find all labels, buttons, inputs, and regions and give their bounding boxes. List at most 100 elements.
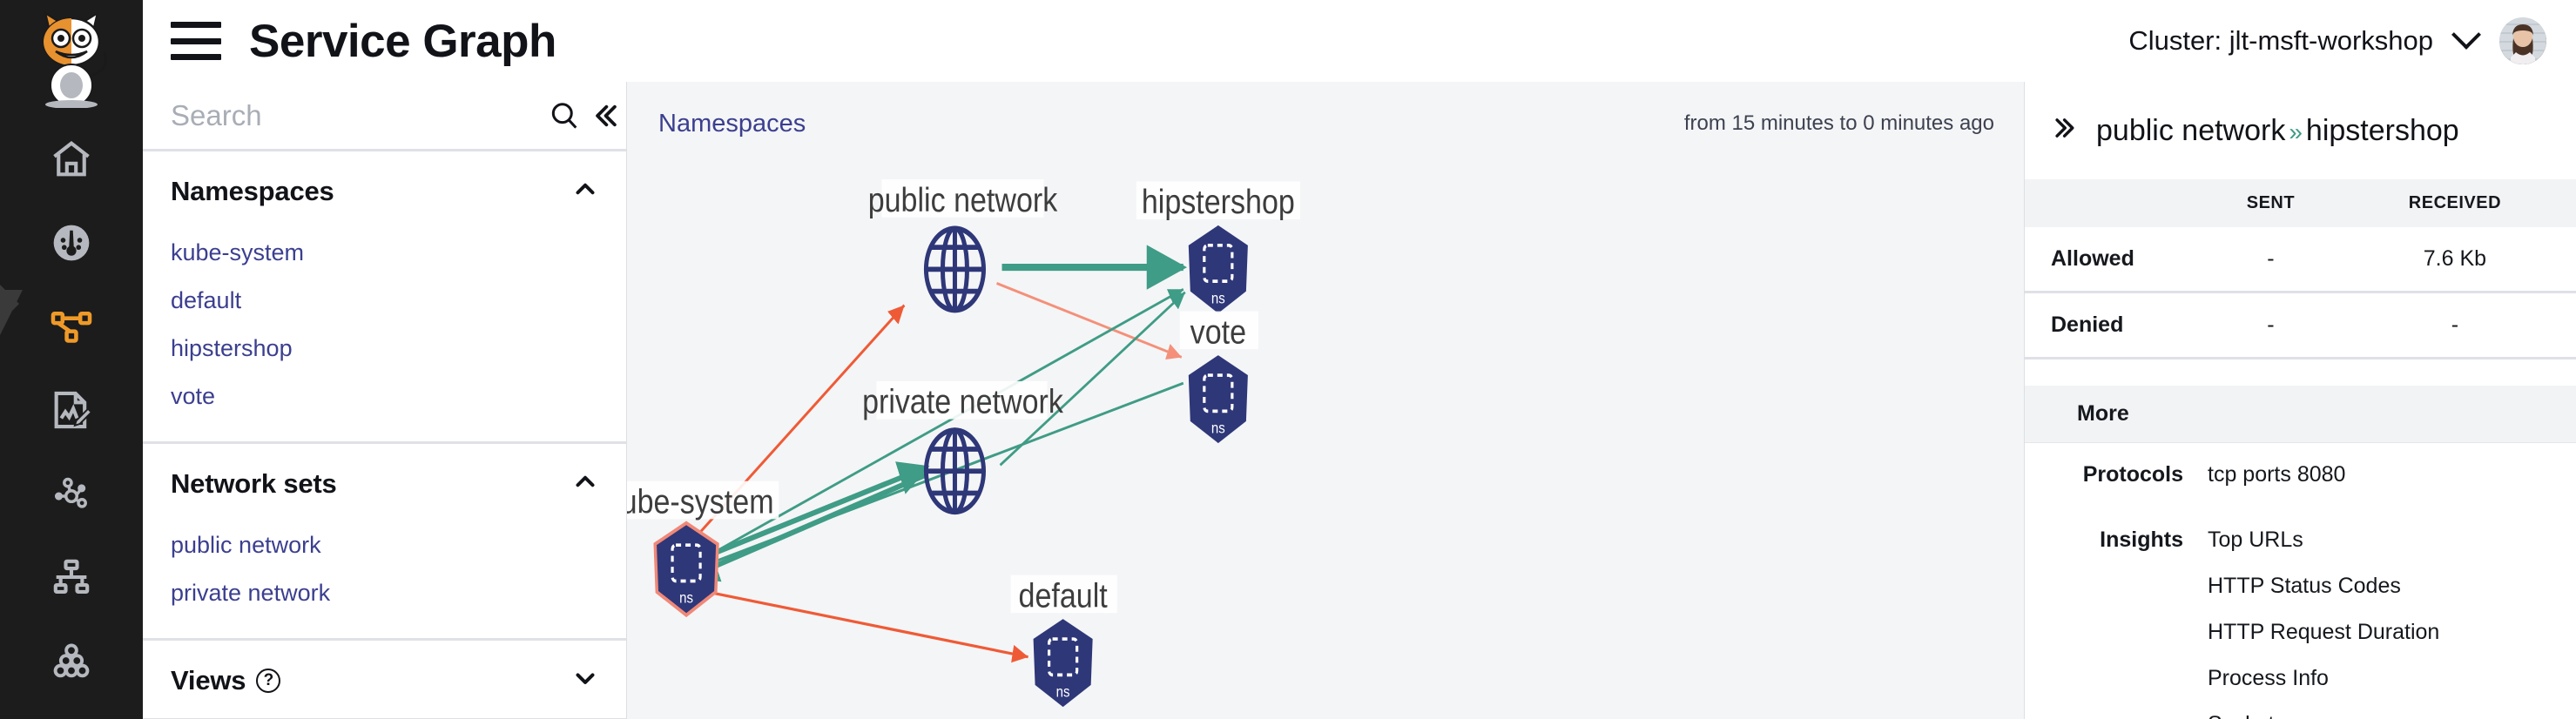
cluster-selector[interactable]: Cluster: jlt-msft-workshop <box>2128 25 2433 56</box>
cell-allowed-received: 7.6 Kb <box>2333 227 2576 293</box>
edge-kube-system-public-network <box>670 304 906 567</box>
sidebar-item-kube-system[interactable]: kube-system <box>171 239 305 265</box>
rail-icon-list <box>0 118 143 702</box>
help-circle-icon[interactable]: ? <box>256 668 281 693</box>
sidebar-item-default[interactable]: default <box>171 287 242 313</box>
graph-node-badge-kube-system: ns <box>679 590 693 607</box>
graph-node-hipstershop[interactable]: ns hipstershop <box>1136 181 1300 315</box>
sidebar-section-views: Views ? <box>143 641 626 719</box>
field-protocols-values: tcp ports 8080 <box>2208 462 2345 508</box>
graph-node-label-hipstershop: hipstershop <box>1142 183 1295 221</box>
table-row: Allowed - 7.6 Kb <box>2025 227 2576 293</box>
sidebar-item-home[interactable] <box>0 118 143 201</box>
sidebar-section-namespaces-title: Namespaces <box>171 175 334 206</box>
graph-node-public-network[interactable]: public network <box>868 179 1058 310</box>
edge-kube-system-hipstershop <box>684 287 1184 571</box>
detail-panel: public network » hipstershop SENT RECEIV… <box>2025 82 2576 719</box>
sidebar-item-service-graph[interactable] <box>0 285 143 368</box>
time-range-label: from 15 minutes to 0 minutes ago <box>1683 111 1994 135</box>
sidebar-item-hipstershop[interactable]: hipstershop <box>171 335 293 361</box>
document-edit-icon <box>54 391 93 429</box>
graph-node-kube-system[interactable]: ns kube-system <box>627 480 779 618</box>
calico-cat-logo[interactable] <box>0 0 143 118</box>
sidebar-section-network-sets: Network sets public network private netw… <box>143 444 626 641</box>
chevron-double-right-icon[interactable] <box>2051 113 2080 149</box>
insight-http-status-codes[interactable]: HTTP Status Codes <box>2208 574 2401 598</box>
insight-sockets[interactable]: Sockets <box>2208 712 2439 719</box>
search-icon[interactable] <box>548 92 581 139</box>
search-row <box>143 82 626 151</box>
table-header-blank <box>2025 179 2208 227</box>
search-input[interactable] <box>171 98 541 132</box>
canvas-toolbar: Namespaces from 15 minutes to 0 minutes … <box>627 82 2024 165</box>
sidebar-section-namespaces: Namespaces kube-system default hipstersh… <box>143 151 626 444</box>
graph-node-private-network[interactable]: private network <box>862 380 1064 512</box>
sidebar-section-network-sets-list: public network private network <box>143 521 626 638</box>
graph-drawing-area[interactable]: public network ns hipstershop ns <box>627 165 2024 719</box>
service-graph-canvas[interactable]: Namespaces from 15 minutes to 0 minutes … <box>627 82 2025 719</box>
edge-public-network-vote <box>996 282 1183 360</box>
edge-private-network-hipstershop <box>999 291 1186 467</box>
network-nodes-icon <box>54 477 87 508</box>
protocol-value: tcp ports 8080 <box>2208 462 2346 487</box>
sidebar-section-network-sets-header[interactable]: Network sets <box>143 444 626 521</box>
detail-panel-header: public network » hipstershop <box>2025 82 2576 179</box>
detail-target-label: hipstershop <box>2305 113 2459 147</box>
sidebar-item-policies[interactable] <box>0 368 143 452</box>
insight-process-info[interactable]: Process Info <box>2208 666 2329 690</box>
edge-kube-system-default <box>692 588 1028 663</box>
field-protocols-label: Protocols <box>2082 462 2183 487</box>
sidebar-item-private-network[interactable]: private network <box>171 580 331 606</box>
sidebar-item-nodes[interactable] <box>0 619 143 702</box>
sidebar-item-dashboard[interactable] <box>0 201 143 285</box>
insight-top-urls[interactable]: Top URLs <box>2208 527 2303 552</box>
sidebar-section-namespaces-header[interactable]: Namespaces <box>143 151 626 229</box>
cell-denied-received: - <box>2333 292 2576 360</box>
graph-node-badge-vote: ns <box>1211 420 1225 437</box>
graph-edges <box>670 245 1188 663</box>
graph-node-badge-hipstershop: ns <box>1211 290 1225 306</box>
field-protocols: Protocols tcp ports 8080 <box>2025 443 2576 508</box>
detail-source-label: public network <box>2096 113 2286 147</box>
table-header-received: RECEIVED <box>2333 179 2576 227</box>
insight-http-request-duration[interactable]: HTTP Request Duration <box>2208 620 2440 644</box>
sidebar-item-endpoints[interactable] <box>0 535 143 619</box>
hamburger-menu-icon[interactable] <box>171 22 221 60</box>
field-insights-label: Insights <box>2100 527 2183 552</box>
page-title: Service Graph <box>249 15 556 67</box>
graph-node-label-default: default <box>1019 576 1108 615</box>
gauge-icon <box>53 225 90 261</box>
sidebar-item-public-network[interactable]: public network <box>171 532 321 558</box>
table-header-row: SENT RECEIVED <box>2025 179 2576 227</box>
breadcrumb[interactable]: Namespaces <box>658 109 806 138</box>
graph-svg: public network ns hipstershop ns <box>627 179 1300 709</box>
left-icon-rail <box>0 0 143 719</box>
graph-node-label-kube-system: kube-system <box>627 482 774 521</box>
more-section-header[interactable]: More <box>2025 386 2576 443</box>
row-label-denied: Denied <box>2025 292 2208 360</box>
cell-denied-sent: - <box>2208 292 2334 360</box>
top-header-right: Cluster: jlt-msft-workshop <box>2128 17 2546 64</box>
sidebar-section-views-title: Views ? <box>171 665 281 696</box>
chevron-double-left-icon[interactable] <box>588 92 621 139</box>
chevron-up-icon[interactable] <box>570 467 600 501</box>
service-graph-icon <box>51 311 92 343</box>
table-header-sent: SENT <box>2208 179 2334 227</box>
graph-node-vote[interactable]: ns vote <box>1179 311 1258 445</box>
graph-node-badge-default: ns <box>1056 684 1070 701</box>
sidebar-section-views-header[interactable]: Views ? <box>143 641 626 718</box>
field-insights: Insights Top URLs HTTP Status Codes HTTP… <box>2025 508 2576 719</box>
detail-panel-title: public network » hipstershop <box>2096 114 2459 148</box>
chevron-down-icon[interactable] <box>2451 19 2481 50</box>
row-label-allowed: Allowed <box>2025 227 2208 293</box>
chevron-down-icon[interactable] <box>570 663 600 697</box>
sidebar-item-vote[interactable]: vote <box>171 383 216 409</box>
sidebar-section-network-sets-title: Network sets <box>171 467 337 499</box>
graph-nodes: public network ns hipstershop ns <box>627 179 1300 709</box>
graph-node-default[interactable]: ns default <box>1010 575 1117 709</box>
chevron-double-right-icon: » <box>2289 118 2303 145</box>
chevron-up-icon[interactable] <box>570 174 600 208</box>
sidebar-item-network-sets[interactable] <box>0 452 143 535</box>
avatar[interactable] <box>2499 17 2546 64</box>
